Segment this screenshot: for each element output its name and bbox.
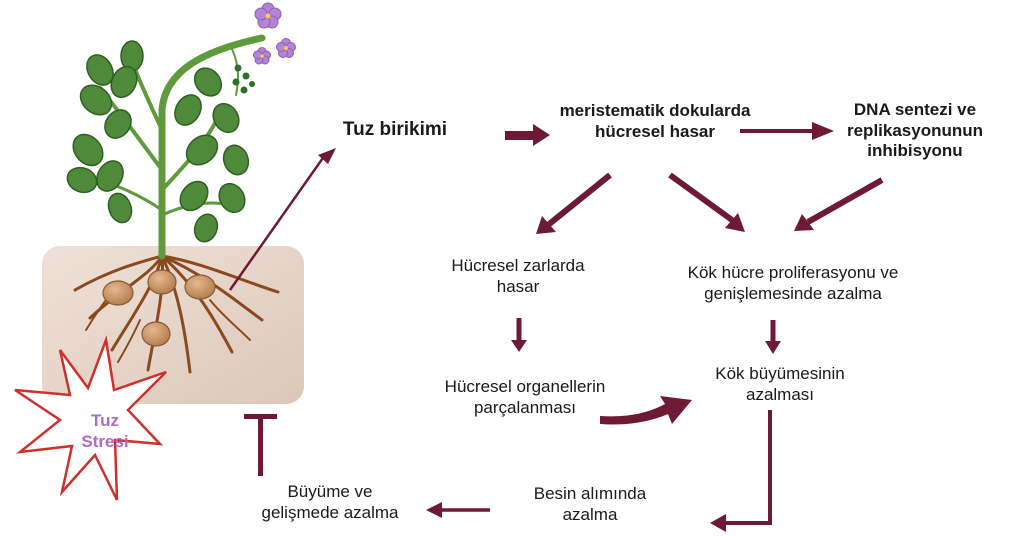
buyume-line-2: gelişmede azalma <box>235 503 425 524</box>
kok-buyume-line-2: azalması <box>680 385 880 406</box>
besin-line-2: azalma <box>500 505 680 526</box>
kok-hucre-line-2: genişlemesinde azalma <box>648 284 938 305</box>
meristem-line-2: hücresel hasar <box>520 122 790 143</box>
besin-line-1: Besin alımında <box>500 484 680 505</box>
dna-line-1: DNA sentezi ve <box>820 100 1010 121</box>
dna-node: DNA sentezi ve replikasyonunun inhibisyo… <box>820 100 1010 162</box>
zar-node: Hücresel zarlarda hasar <box>418 256 618 297</box>
plant-berries <box>233 65 256 94</box>
dna-line-3: inhibisyonu <box>820 141 1010 162</box>
plant-leaves <box>64 41 253 245</box>
zar-line-2: hasar <box>418 277 618 298</box>
tuz-birikimi-node: Tuz birikimi <box>320 118 470 141</box>
buyume-line-1: Büyüme ve <box>235 482 425 503</box>
kok-buyume-node: Kök büyümesinin azalması <box>680 364 880 405</box>
organel-line-1: Hücresel organellerin <box>410 377 640 398</box>
arrows <box>230 122 882 532</box>
kok-buyume-line-1: Kök büyümesinin <box>680 364 880 385</box>
plant-flowers <box>254 3 296 64</box>
star-line-1: Tuz <box>60 410 150 431</box>
dna-line-2: replikasyonunun <box>820 121 1010 142</box>
tuz-birikimi-text: Tuz birikimi <box>343 119 447 140</box>
kok-hucre-node: Kök hücre proliferasyonu ve genişlemesin… <box>648 263 938 304</box>
buyume-node: Büyüme ve gelişmede azalma <box>235 482 425 523</box>
star-line-2: Stresi <box>60 431 150 452</box>
kok-hucre-line-1: Kök hücre proliferasyonu ve <box>648 263 938 284</box>
tuz-stresi-label: Tuz Stresi <box>60 410 150 453</box>
organel-line-2: parçalanması <box>410 398 640 419</box>
organel-node: Hücresel organellerin parçalanması <box>410 377 640 418</box>
zar-line-1: Hücresel zarlarda <box>418 256 618 277</box>
meristem-node: meristematik dokularda hücresel hasar <box>520 101 790 142</box>
meristem-line-1: meristematik dokularda <box>520 101 790 122</box>
besin-node: Besin alımında azalma <box>500 484 680 525</box>
